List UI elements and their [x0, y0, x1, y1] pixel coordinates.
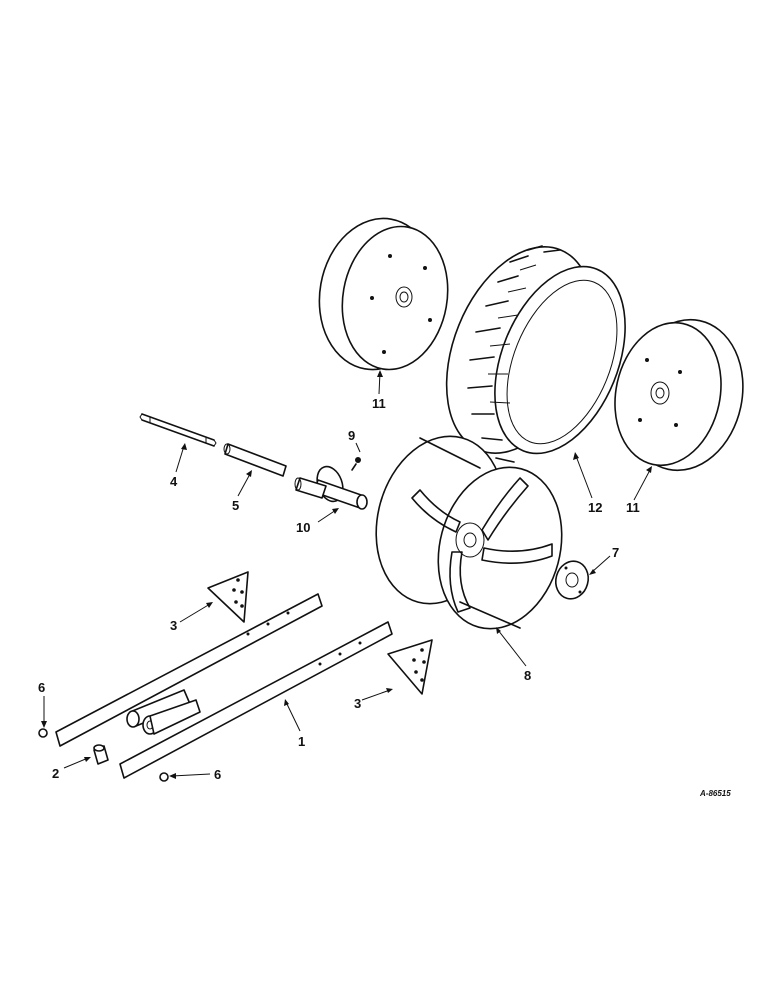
leader-lines [41, 370, 652, 779]
nut-left [38, 728, 48, 738]
brace-upper [207, 571, 249, 623]
rim-half-right [614, 318, 744, 472]
callout-12: 12 [588, 500, 602, 515]
grease-fitting [351, 457, 361, 471]
callout-8: 8 [524, 668, 531, 683]
callout-6-bottom: 6 [214, 767, 221, 782]
tube [223, 443, 287, 477]
callout-2: 2 [52, 766, 59, 781]
callout-9: 9 [348, 428, 355, 443]
washer [554, 560, 590, 600]
callout-7: 7 [612, 545, 619, 560]
tire [445, 245, 626, 463]
rod [139, 413, 217, 447]
wheel-center [375, 435, 563, 630]
hub [294, 465, 368, 510]
rim-half-left [318, 217, 449, 371]
brace-lower [387, 639, 433, 695]
callout-4: 4 [170, 474, 178, 489]
nut-bottom [159, 772, 169, 782]
callout-6-left: 6 [38, 680, 45, 695]
callout-10: 10 [296, 520, 310, 535]
callout-1: 1 [298, 734, 305, 749]
callout-11-left: 11 [372, 396, 386, 411]
spacer [93, 744, 109, 765]
frame [55, 593, 393, 779]
callout-5: 5 [232, 498, 239, 513]
reference-number: A-86515 [699, 789, 731, 798]
callout-11-right: 11 [626, 500, 640, 515]
callout-3-lower: 3 [354, 696, 361, 711]
callout-3-upper: 3 [170, 618, 177, 633]
